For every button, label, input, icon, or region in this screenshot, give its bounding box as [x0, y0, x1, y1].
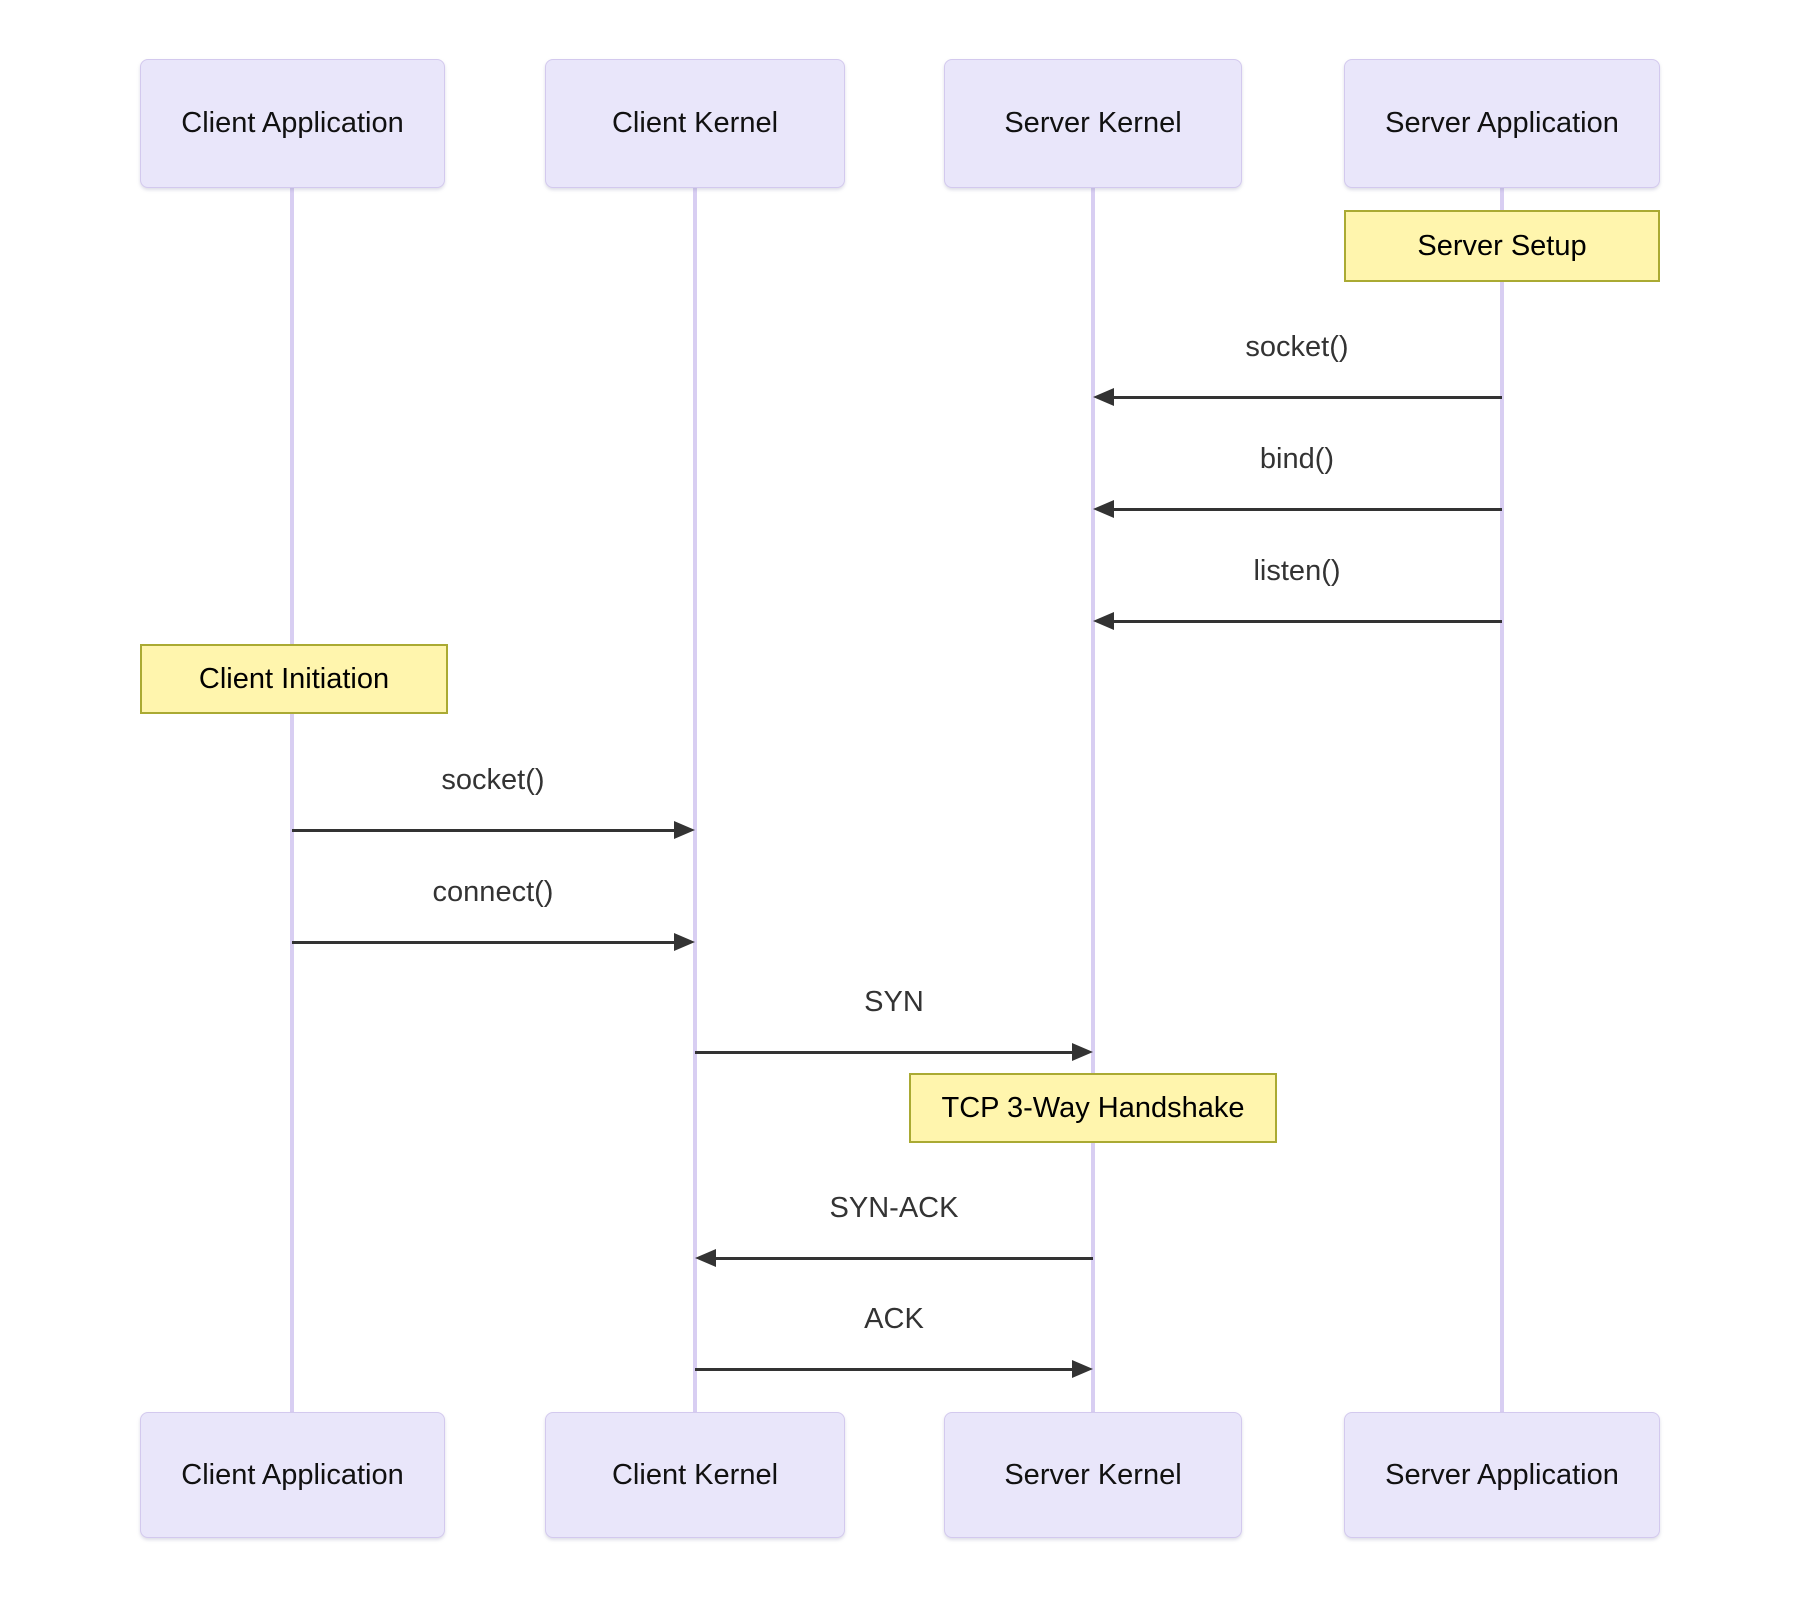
- message-label-socket-client: socket(): [441, 764, 545, 796]
- message-label-socket-server: socket(): [1245, 331, 1349, 363]
- lifeline-client-kernel: [693, 188, 697, 1412]
- message-line-syn: [695, 1051, 1074, 1054]
- message-line-syn-ack: [714, 1257, 1093, 1260]
- actor-top-client-kernel: Client Kernel: [545, 59, 845, 188]
- message-line-ack: [695, 1368, 1074, 1371]
- lifeline-client-application: [290, 188, 294, 1412]
- message-line-bind: [1112, 508, 1502, 511]
- arrowhead-right-icon: [674, 933, 695, 951]
- message-line-socket-server: [1112, 396, 1502, 399]
- message-label-bind: bind(): [1259, 443, 1335, 475]
- lifeline-server-kernel: [1091, 188, 1095, 1412]
- note-client-initiation: Client Initiation: [140, 644, 448, 714]
- actor-bottom-client-kernel: Client Kernel: [545, 1412, 845, 1538]
- message-line-listen: [1112, 620, 1502, 623]
- actor-bottom-client-application: Client Application: [140, 1412, 445, 1538]
- arrowhead-right-icon: [1072, 1043, 1093, 1061]
- message-label-ack: ACK: [864, 1303, 924, 1335]
- arrowhead-left-icon: [1093, 500, 1114, 518]
- actor-bottom-server-application: Server Application: [1344, 1412, 1660, 1538]
- message-line-socket-client: [292, 829, 676, 832]
- lifeline-server-application: [1500, 188, 1504, 1412]
- note-server-setup: Server Setup: [1344, 210, 1660, 282]
- arrowhead-left-icon: [1093, 612, 1114, 630]
- arrowhead-right-icon: [674, 821, 695, 839]
- actor-bottom-server-kernel: Server Kernel: [944, 1412, 1242, 1538]
- message-line-connect: [292, 941, 676, 944]
- message-label-listen: listen(): [1253, 555, 1341, 587]
- actor-top-client-application: Client Application: [140, 59, 445, 188]
- message-label-connect: connect(): [432, 876, 554, 908]
- note-tcp-handshake: TCP 3-Way Handshake: [909, 1073, 1277, 1143]
- arrowhead-left-icon: [1093, 388, 1114, 406]
- arrowhead-right-icon: [1072, 1360, 1093, 1378]
- actor-top-server-application: Server Application: [1344, 59, 1660, 188]
- arrowhead-left-icon: [695, 1249, 716, 1267]
- actor-top-server-kernel: Server Kernel: [944, 59, 1242, 188]
- message-label-syn-ack: SYN-ACK: [829, 1192, 959, 1224]
- message-label-syn: SYN: [864, 986, 924, 1018]
